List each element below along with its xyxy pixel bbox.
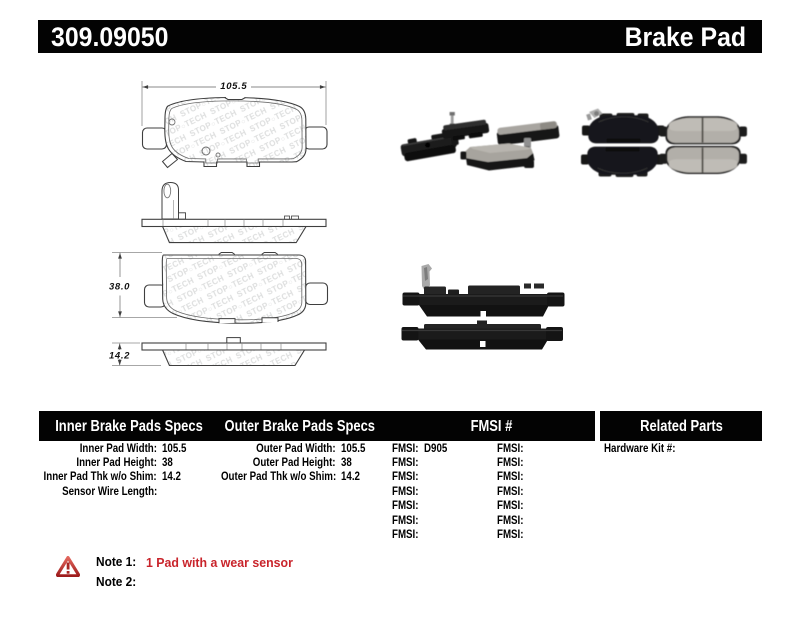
svg-text:14.2: 14.2	[109, 351, 130, 362]
svg-text:105.5: 105.5	[220, 81, 247, 92]
svg-text:38.0: 38.0	[109, 282, 130, 293]
